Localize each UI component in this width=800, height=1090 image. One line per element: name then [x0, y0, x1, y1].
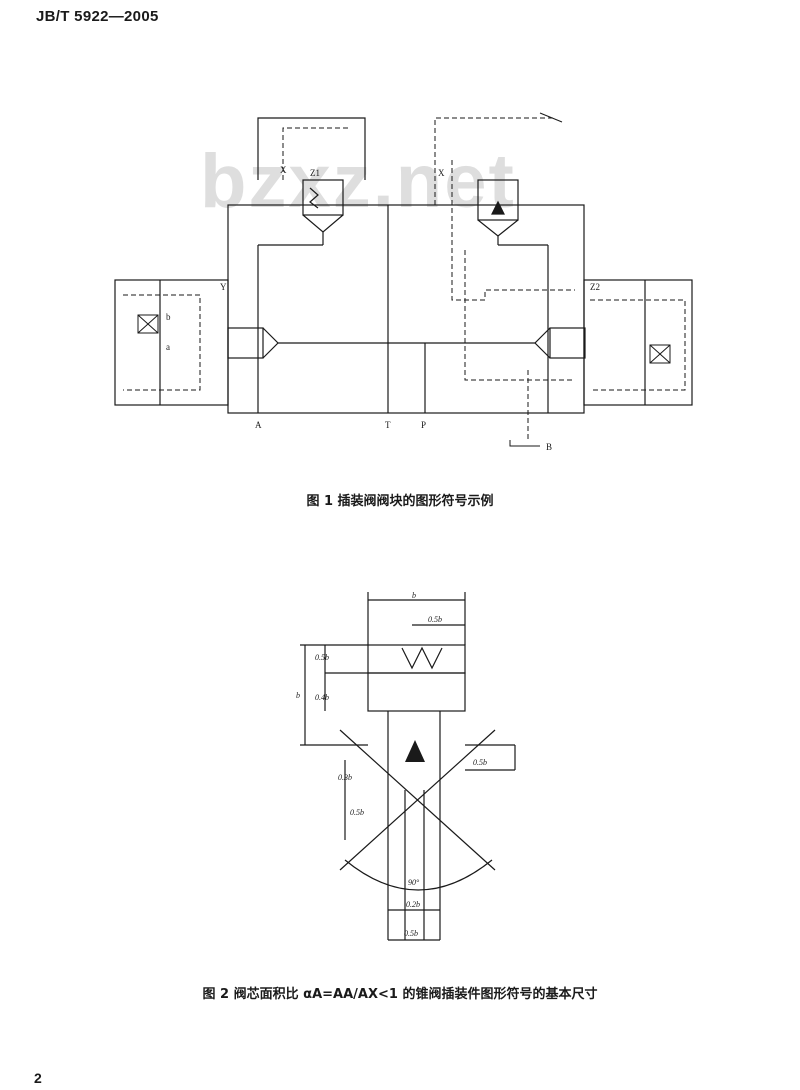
port-p-label: P — [421, 420, 426, 430]
figure-2-diagram: b 0.5b b 0.5b 0.4b 0.5b 0.3b 0.5b 90° 0.… — [296, 591, 516, 941]
dim-spring: 0.4b — [315, 693, 329, 702]
port-b-side-label: b — [166, 312, 171, 322]
dim-seat: 0.3b — [338, 773, 352, 782]
figure-2-caption: 图 2 阀芯面积比 αA=AA/AX<1 的锥阀插装件图形符号的基本尺寸 — [202, 987, 598, 1002]
port-t-label: T — [385, 420, 391, 430]
port-z1-label: Z1 — [310, 168, 320, 178]
figure-1-diagram: A T P B X X Z1 Y Z2 b a — [114, 112, 693, 452]
top-left-cartridge — [302, 179, 344, 216]
dim-bottom: 0.5b — [404, 929, 418, 938]
port-b-label: B — [546, 442, 552, 452]
standard-number: JB/T 5922—2005 — [36, 8, 159, 25]
poppet-arrow-icon — [405, 740, 425, 762]
port-x2-label: X — [438, 168, 445, 178]
right-side-module — [583, 279, 693, 406]
page-number: 2 — [34, 1070, 42, 1086]
watermark: bzxz.net — [200, 139, 516, 224]
top-right-cartridge — [477, 179, 519, 221]
port-z2-label: Z2 — [590, 282, 600, 292]
port-a-label: A — [255, 420, 262, 430]
dim-top-half: 0.5b — [428, 615, 442, 624]
dim-angle: 90° — [408, 878, 420, 887]
spring-icon — [401, 646, 443, 670]
port-a-side-label: a — [166, 342, 170, 352]
dim-top-half-left: 0.5b — [315, 653, 329, 662]
dim-stem: 0.5b — [350, 808, 364, 817]
dim-port-right: 0.5b — [473, 758, 487, 767]
figure-1-caption: 图 1 插装阀阀块的图形符号示例 — [306, 494, 494, 509]
port-y-label: Y — [220, 282, 227, 292]
left-side-module — [114, 279, 229, 406]
valve-block-outline — [227, 204, 585, 414]
dim-b-top: b — [412, 591, 416, 600]
dim-b-left: b — [296, 691, 300, 700]
port-x-label: X — [280, 165, 287, 175]
dim-inner: 0.2b — [406, 900, 420, 909]
